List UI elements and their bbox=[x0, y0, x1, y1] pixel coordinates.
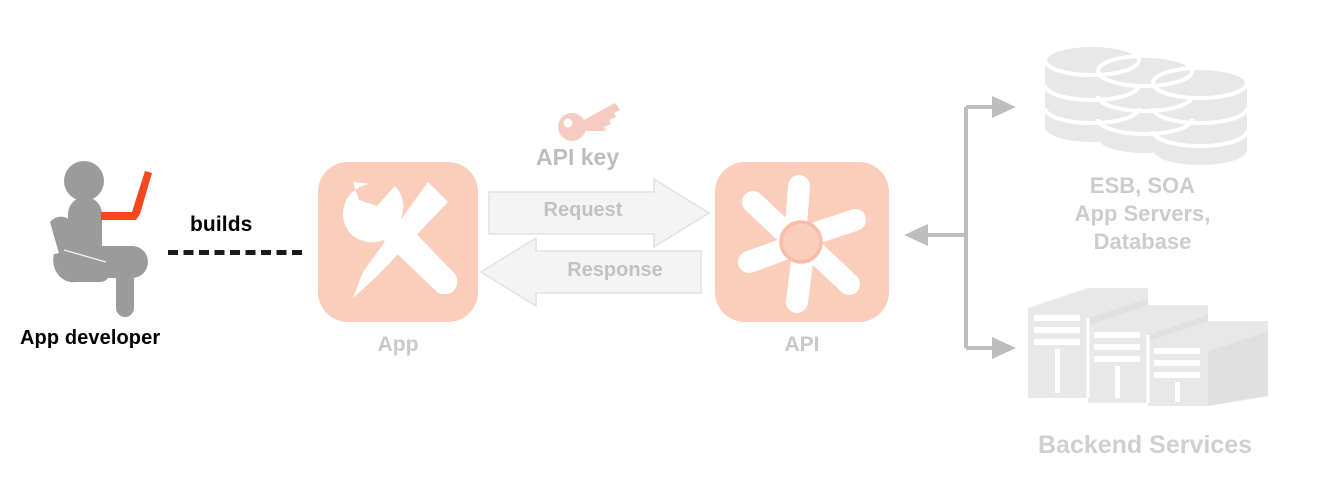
server-racks-icon bbox=[1020, 283, 1270, 408]
developer-label: App developer bbox=[20, 327, 161, 349]
response-label: Response bbox=[567, 259, 663, 281]
api-key-label: API key bbox=[536, 144, 620, 170]
arrow-head-to-database bbox=[992, 96, 1016, 118]
backend-top-label-line-3: Database bbox=[1093, 229, 1192, 254]
app-node[interactable] bbox=[318, 162, 478, 322]
builds-dashed-connector bbox=[168, 250, 302, 255]
backend-services-label: Backend Services bbox=[1037, 431, 1253, 459]
wrench-and-pencil-icon bbox=[333, 176, 463, 308]
key-icon bbox=[557, 101, 623, 141]
backend-connectors bbox=[890, 95, 1020, 360]
response-arrow bbox=[479, 236, 702, 308]
database-stack-icon bbox=[1020, 38, 1265, 165]
app-label: App bbox=[377, 333, 419, 356]
backend-top-label-line-2: App Servers, bbox=[1074, 201, 1211, 226]
api-label: API bbox=[784, 333, 820, 356]
seated-developer-icon bbox=[40, 158, 180, 317]
api-node[interactable] bbox=[715, 162, 889, 322]
arrow-head-to-servers bbox=[992, 337, 1016, 359]
request-arrow bbox=[488, 177, 711, 249]
arrow-head-to-api bbox=[904, 224, 928, 246]
backend-top-label-line-1: ESB, SOA bbox=[1089, 173, 1196, 198]
backend-top-label: ESB, SOA App Servers, Database bbox=[1010, 172, 1275, 256]
api-star-icon bbox=[727, 168, 877, 316]
request-label: Request bbox=[543, 199, 623, 221]
builds-label: builds bbox=[190, 213, 253, 236]
